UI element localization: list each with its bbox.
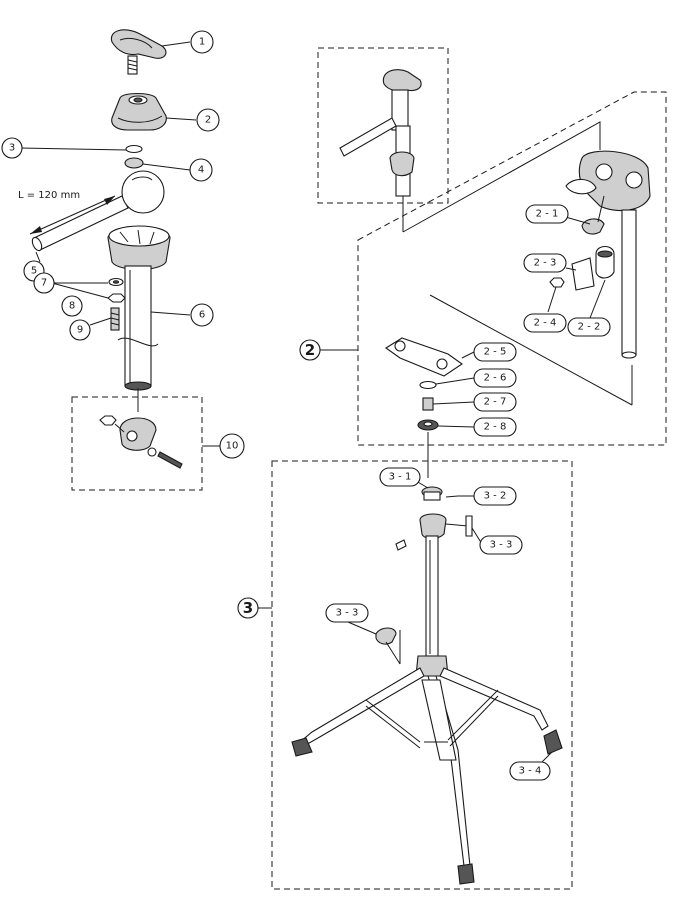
part-10-box: [71, 396, 203, 491]
callout-6: 6: [199, 310, 205, 321]
dimension-line: L = 120 mm: [18, 190, 116, 235]
assembly-3-label: 3: [243, 599, 253, 617]
assembly-3-outline: [271, 460, 573, 890]
callout-3-1: 3 - 1: [389, 472, 412, 483]
top-detail-group: [317, 47, 449, 232]
callout-3: 3: [9, 143, 15, 154]
part-1-wing-bolt: [110, 29, 167, 75]
part-7-hole: [112, 280, 120, 284]
callout-2-6: 2 - 6: [484, 373, 507, 384]
assembly-3-callouts: 3 - 1 3 - 2 3 - 3 3 - 3 3 - 4: [325, 467, 553, 781]
part-10-clamp-assembly: [99, 388, 183, 469]
callout-3-2: 3 - 2: [484, 491, 507, 502]
part-2-clamp-base: [111, 92, 167, 131]
callout-2-1: 2 - 1: [536, 209, 559, 220]
left-parts-group: L = 120 mm: [1, 29, 245, 491]
part-4-washer: [124, 157, 144, 169]
part-8-nut: [107, 293, 126, 303]
assembly-2-outline: [357, 91, 667, 446]
callout-3-3b: 3 - 3: [336, 608, 359, 619]
callout-9: 9: [77, 325, 83, 336]
part-6-holder-body: [107, 225, 171, 391]
top-detail-box: [317, 47, 449, 204]
callout-4: 4: [198, 165, 204, 176]
assembly-3-group: 3: [237, 460, 573, 890]
dimension-text: L = 120 mm: [18, 190, 80, 201]
callout-2: 2: [205, 115, 211, 126]
part-5-ball-rod: [31, 170, 165, 252]
left-leader-lines: [19, 41, 220, 447]
callout-5: 5: [31, 266, 37, 277]
callout-3-4: 3 - 4: [519, 766, 542, 777]
assembly-2-group: 2: [299, 91, 667, 478]
callout-2-8: 2 - 8: [484, 422, 507, 433]
callout-10: 10: [226, 441, 239, 452]
part-3-felt-disc: [125, 144, 143, 154]
left-callouts: 1 2 3 4 5 6 7 8 9 10: [1, 30, 245, 459]
callout-2-2: 2 - 2: [578, 322, 601, 333]
callout-7: 7: [41, 278, 47, 289]
callout-1: 1: [199, 37, 205, 48]
part-9-bolt: [110, 307, 120, 331]
assembly-2-callouts: 2 - 1 2 - 2 2 - 3 2 - 4 2 - 5 2 - 6 2 - …: [432, 204, 611, 437]
assembly-2-label: 2: [305, 341, 315, 359]
callout-2-4: 2 - 4: [534, 318, 557, 329]
callout-2-3: 2 - 3: [534, 258, 557, 269]
callout-2-7: 2 - 7: [484, 397, 507, 408]
callout-3-3a: 3 - 3: [490, 540, 513, 551]
callout-2-5: 2 - 5: [484, 347, 507, 358]
callout-8: 8: [69, 301, 75, 312]
